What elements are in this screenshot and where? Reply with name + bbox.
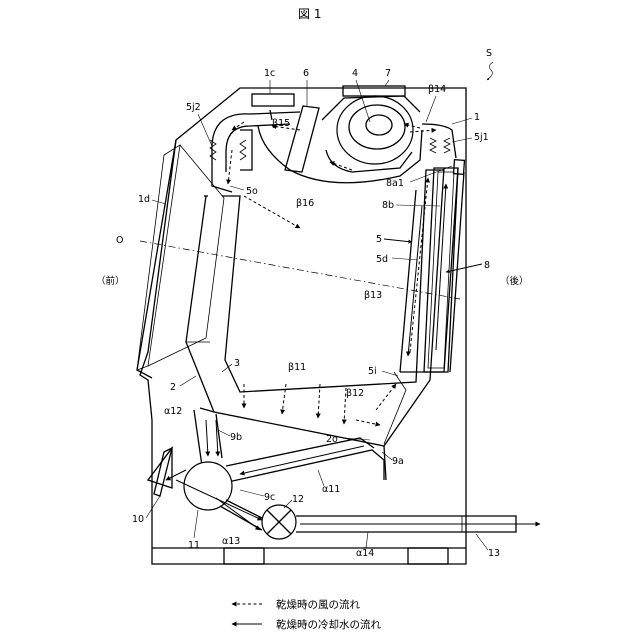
flow-a14: α14 <box>356 548 374 559</box>
label-8b: 8b <box>382 200 394 211</box>
label-rear: （後） <box>500 275 529 287</box>
label-3: 3 <box>234 358 240 369</box>
lead-5 <box>384 239 412 242</box>
lead-5j1 <box>452 138 472 142</box>
lead-1 <box>452 118 472 124</box>
reference-labels: 1c 6 4 7 β14 1 5j1 5j2 β15 5o β16 1d O （… <box>96 68 529 559</box>
lead-8a1 <box>410 166 452 182</box>
bellows-5j1 <box>422 124 456 158</box>
label-front: （前） <box>96 275 125 287</box>
lead-5d <box>392 258 418 260</box>
label-10: 10 <box>132 514 144 525</box>
lead-b14 <box>426 96 436 122</box>
lead-7 <box>385 80 389 86</box>
flow-b11: β11 <box>288 362 306 373</box>
flow-a12: α12 <box>164 406 182 417</box>
label-6: 6 <box>303 68 309 79</box>
lead-12 <box>284 500 292 508</box>
label-2: 2 <box>170 382 176 393</box>
label-1: 1 <box>474 112 480 123</box>
flow-b14: β14 <box>428 84 446 95</box>
label-5j1: 5j1 <box>474 132 489 143</box>
flow-b15: β15 <box>272 118 290 129</box>
label-5o: 5o <box>246 186 258 197</box>
label-9c: 9c <box>264 492 275 503</box>
label-9a: 9a <box>392 456 404 467</box>
lead-5o <box>230 186 244 190</box>
flow-a13: α13 <box>222 536 240 547</box>
label-2o: 2o <box>326 434 338 445</box>
lead-5j2 <box>198 114 212 146</box>
drum-axis-O <box>140 241 460 299</box>
lead-9c <box>240 490 264 496</box>
lead-a11 <box>318 470 324 486</box>
label-S: S <box>486 48 492 59</box>
flow-b12: β12 <box>346 388 364 399</box>
fan-unit-4 <box>322 96 420 172</box>
legend-water-label: 乾燥時の冷却水の流れ <box>276 618 381 631</box>
lead-5i <box>382 371 398 376</box>
label-1d: 1d <box>138 194 150 205</box>
valve-12 <box>262 505 296 539</box>
flow-a11: α11 <box>322 484 340 495</box>
label-4: 4 <box>352 68 358 79</box>
legend: 乾燥時の風の流れ 乾燥時の冷却水の流れ <box>232 598 381 631</box>
lead-1d <box>152 200 166 204</box>
label-5i: 5i <box>368 366 377 377</box>
label-1c: 1c <box>264 68 275 79</box>
lead-a14 <box>366 532 368 548</box>
label-8a1: 8a1 <box>386 178 404 189</box>
lead-10 <box>146 496 160 518</box>
label-5d: 5d <box>376 254 388 265</box>
drain-pipe-13 <box>296 516 540 532</box>
label-12: 12 <box>292 494 304 505</box>
label-5j2: 5j2 <box>186 102 201 113</box>
filter-6 <box>285 106 319 172</box>
lead-13 <box>476 534 488 550</box>
figure-title: 図 1 <box>298 7 321 21</box>
lead-9b <box>218 430 230 436</box>
label-S-arrow <box>487 62 493 80</box>
air-flow-arrows <box>228 122 436 425</box>
legend-air-label: 乾燥時の風の流れ <box>276 598 360 611</box>
lead-8b <box>396 205 440 206</box>
control-panel-1c <box>252 94 294 106</box>
label-13: 13 <box>488 548 500 559</box>
lead-2 <box>180 376 196 386</box>
label-7: 7 <box>385 68 391 79</box>
label-O: O <box>116 235 123 246</box>
flow-b13: β13 <box>364 290 382 301</box>
label-11: 11 <box>188 540 200 551</box>
flow-b16: β16 <box>296 198 314 209</box>
label-8: 8 <box>484 260 490 271</box>
lead-11 <box>194 510 198 538</box>
label-5: 5 <box>376 234 382 245</box>
label-9b: 9b <box>230 432 242 443</box>
